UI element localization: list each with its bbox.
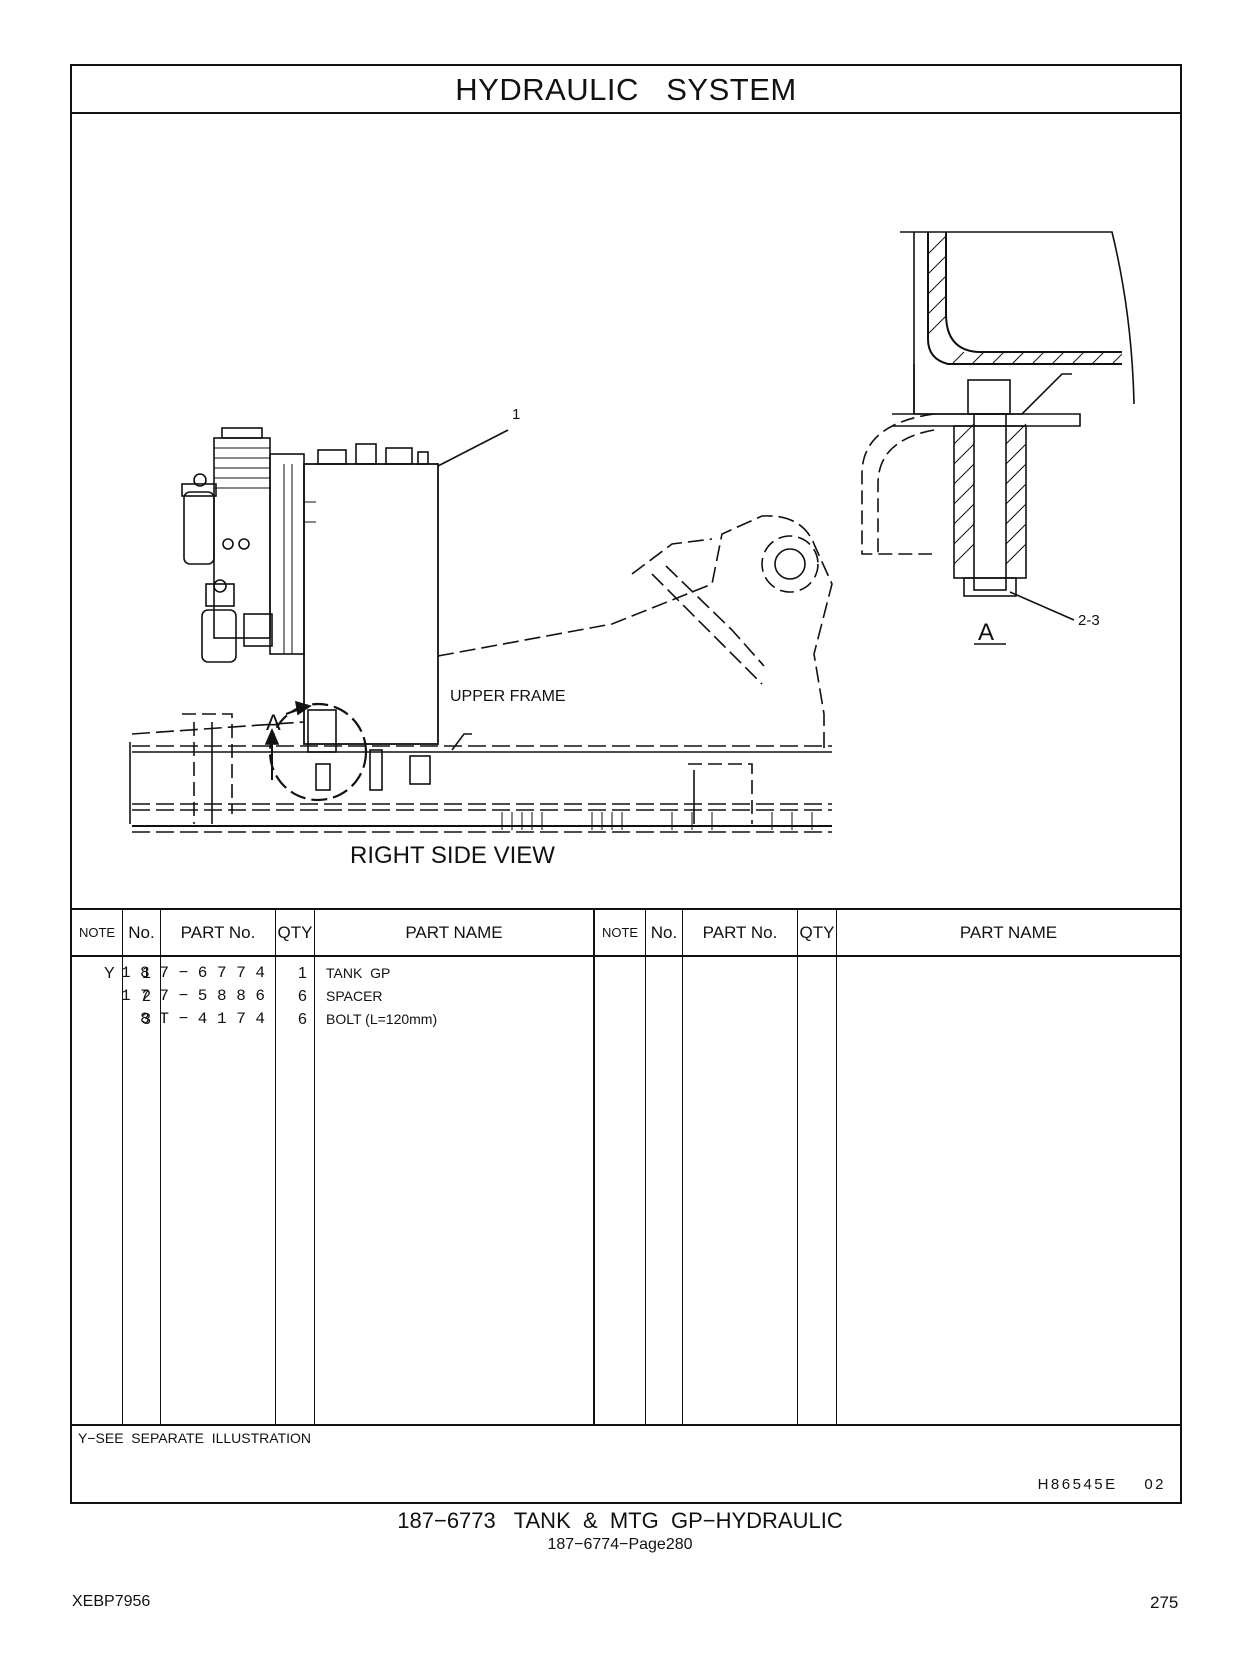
group-caption: 187−6773 TANK & MTG GP−HYDRAULIC	[397, 1508, 843, 1533]
header-part-name: PART NAME	[405, 923, 503, 942]
illustration-area: 1 A 2-3 A UPPER FRAME RIGHT SIDE VIEW	[72, 114, 1180, 908]
row-qty: 6	[298, 988, 307, 1005]
right-side-view-label: RIGHT SIDE VIEW	[350, 842, 555, 869]
header-note: NOTE	[78, 925, 116, 940]
detail-a-drawing	[861, 231, 1135, 645]
section-title: HYDRAULIC SYSTEM	[72, 66, 1180, 114]
table-row: 3 8 T − 4 1 7 4 6 BOLT (L=120mm)	[72, 1008, 1180, 1031]
row-part-name: TANK GP	[326, 965, 391, 981]
header-part-no-2: PART No.	[702, 923, 778, 942]
parts-page-frame: HYDRAULIC SYSTEM	[70, 64, 1182, 1504]
row-note: Y	[104, 965, 115, 982]
row-qty: 6	[298, 1011, 307, 1028]
document-id: XEBP7956	[72, 1593, 151, 1610]
header-part-no: PART No.	[180, 923, 256, 942]
row-qty: 1	[298, 965, 307, 982]
header-no: No.	[128, 923, 155, 942]
callout-1: 1	[512, 406, 521, 423]
table-row: Y 1 1 8 7 − 6 7 7 4 1 TANK GP	[72, 962, 1180, 985]
callout-2-3: 2-3	[1078, 612, 1100, 629]
exploded-view-drawing	[129, 231, 1135, 833]
detail-a-label: A	[978, 619, 995, 646]
row-part-no: 1 7 7 − 5 8 8 6	[120, 987, 265, 1005]
header-note-2: NOTE	[601, 925, 639, 940]
parts-table-header: NOTE No. PART No. QTY PART NAME NOTE No.…	[72, 910, 1180, 957]
page-number: 275	[1150, 1593, 1179, 1612]
illustration-code: H86545E 02	[1037, 1476, 1166, 1493]
parts-table: NOTE No. PART No. QTY PART NAME NOTE No.…	[72, 908, 1180, 1426]
view-marker-a: A	[266, 710, 281, 735]
right-side-view-drawing	[129, 427, 833, 833]
table-row: 2 1 7 7 − 5 8 8 6 6 SPACER	[72, 985, 1180, 1008]
row-no: 1	[142, 965, 151, 982]
row-no: 3	[142, 1011, 151, 1028]
upper-frame-label: UPPER FRAME	[450, 688, 566, 705]
header-part-name-2: PART NAME	[959, 923, 1058, 942]
row-part-name: BOLT (L=120mm)	[326, 1011, 438, 1027]
header-qty-2: QTY	[799, 923, 835, 942]
row-no: 2	[142, 988, 151, 1005]
group-subcaption: 187−6774−Page280	[547, 1536, 693, 1553]
footnote: Y−SEE SEPARATE ILLUSTRATION	[78, 1430, 312, 1446]
row-part-no: 1 8 7 − 6 7 7 4	[120, 964, 265, 982]
header-qty: QTY	[277, 923, 313, 942]
header-no-2: No.	[650, 923, 678, 942]
row-part-no: 8 T − 4 1 7 4	[140, 1010, 265, 1028]
row-part-name: SPACER	[326, 988, 383, 1004]
